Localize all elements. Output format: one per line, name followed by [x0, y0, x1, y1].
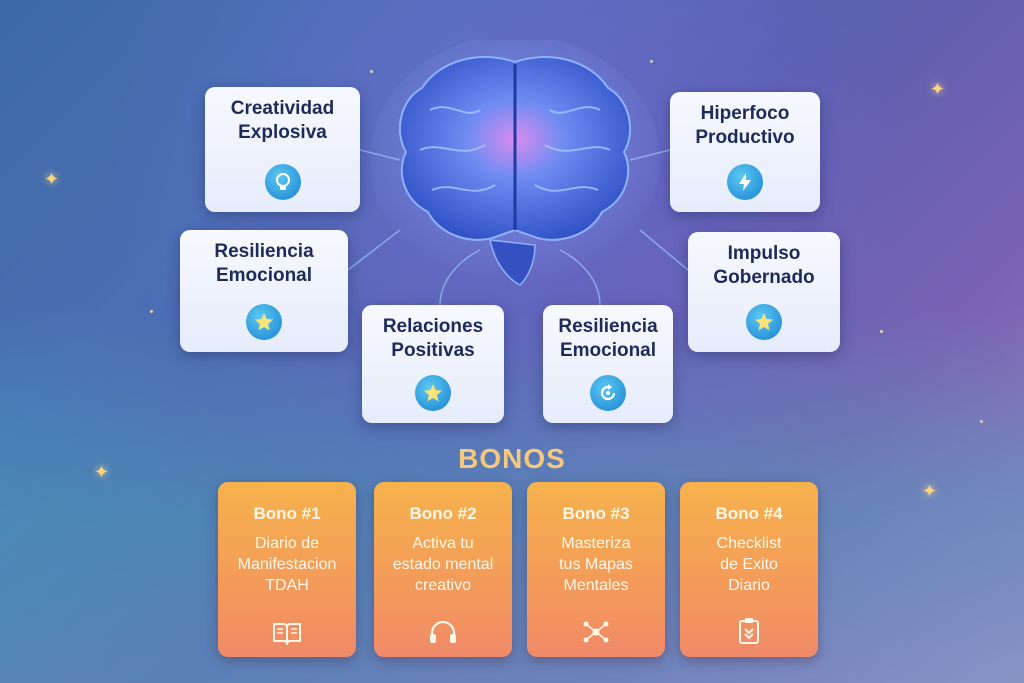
clipboard-icon: [680, 617, 818, 645]
sparkle-icon: ✦: [44, 169, 60, 189]
lightning-icon: [727, 164, 763, 200]
bono-description: Checklist de Exito Diario: [716, 535, 782, 594]
bono-title: Bono #1: [253, 504, 321, 523]
card-label: Impulso Gobernado: [713, 243, 815, 288]
brain-illustration: [370, 40, 660, 286]
sparkle-icon: ✦: [930, 79, 946, 99]
bono-description: Masteriza tus Mapas Mentales: [559, 535, 633, 594]
card-resiliencia-emocional-left[interactable]: Resiliencia Emocional: [180, 230, 348, 352]
headphones-icon: [374, 619, 512, 645]
star-icon: [415, 375, 451, 411]
sparkle-icon: ✦: [922, 481, 938, 501]
card-label: Creatividad Explosiva: [230, 98, 335, 143]
sparkle-dot: [880, 330, 883, 333]
star-icon: [746, 304, 782, 340]
card-creatividad-explosiva[interactable]: Creatividad Explosiva: [205, 87, 360, 212]
sparkle-dot: [370, 70, 373, 73]
bonos-heading: BONOS: [458, 443, 566, 474]
bono-title: Bono #4: [715, 504, 783, 523]
card-relaciones-positivas[interactable]: Relaciones Positivas: [362, 305, 504, 423]
sparkle-dot: [650, 60, 653, 63]
bono-title: Bono #3: [562, 504, 630, 523]
bono-description: Activa tu estado mental creativo: [392, 535, 494, 594]
book-icon: [218, 621, 356, 645]
card-hiperfoco-productivo[interactable]: Hiperfoco Productivo: [670, 92, 820, 212]
sparkle-dot: [980, 420, 983, 423]
bono-title: Bono #2: [409, 504, 477, 523]
bono-description: Diario de Manifestacion TDAH: [237, 535, 337, 594]
sparkle-icon: ✦: [94, 462, 110, 482]
card-label: Relaciones Positivas: [382, 316, 484, 361]
star-icon: [246, 304, 282, 340]
bono-card-2[interactable]: Bono #2 Activa tu estado mental creativo: [374, 482, 512, 657]
card-label: Resiliencia Emocional: [558, 316, 658, 361]
cycle-icon: [590, 375, 626, 411]
card-resiliencia-emocional-right[interactable]: Resiliencia Emocional: [543, 305, 673, 423]
mind-map-icon: [527, 619, 665, 645]
lightbulb-icon: [264, 164, 301, 200]
card-label: Resiliencia Emocional: [214, 241, 314, 286]
sparkle-dot: [150, 310, 153, 313]
bono-card-3[interactable]: Bono #3 Masteriza tus Mapas Mentales: [527, 482, 665, 657]
card-impulso-gobernado[interactable]: Impulso Gobernado: [688, 232, 840, 352]
card-label: Hiperfoco Productivo: [695, 103, 795, 148]
bono-card-4[interactable]: Bono #4 Checklist de Exito Diario: [680, 482, 818, 657]
bono-card-1[interactable]: Bono #1 Diario de Manifestacion TDAH: [218, 482, 356, 657]
